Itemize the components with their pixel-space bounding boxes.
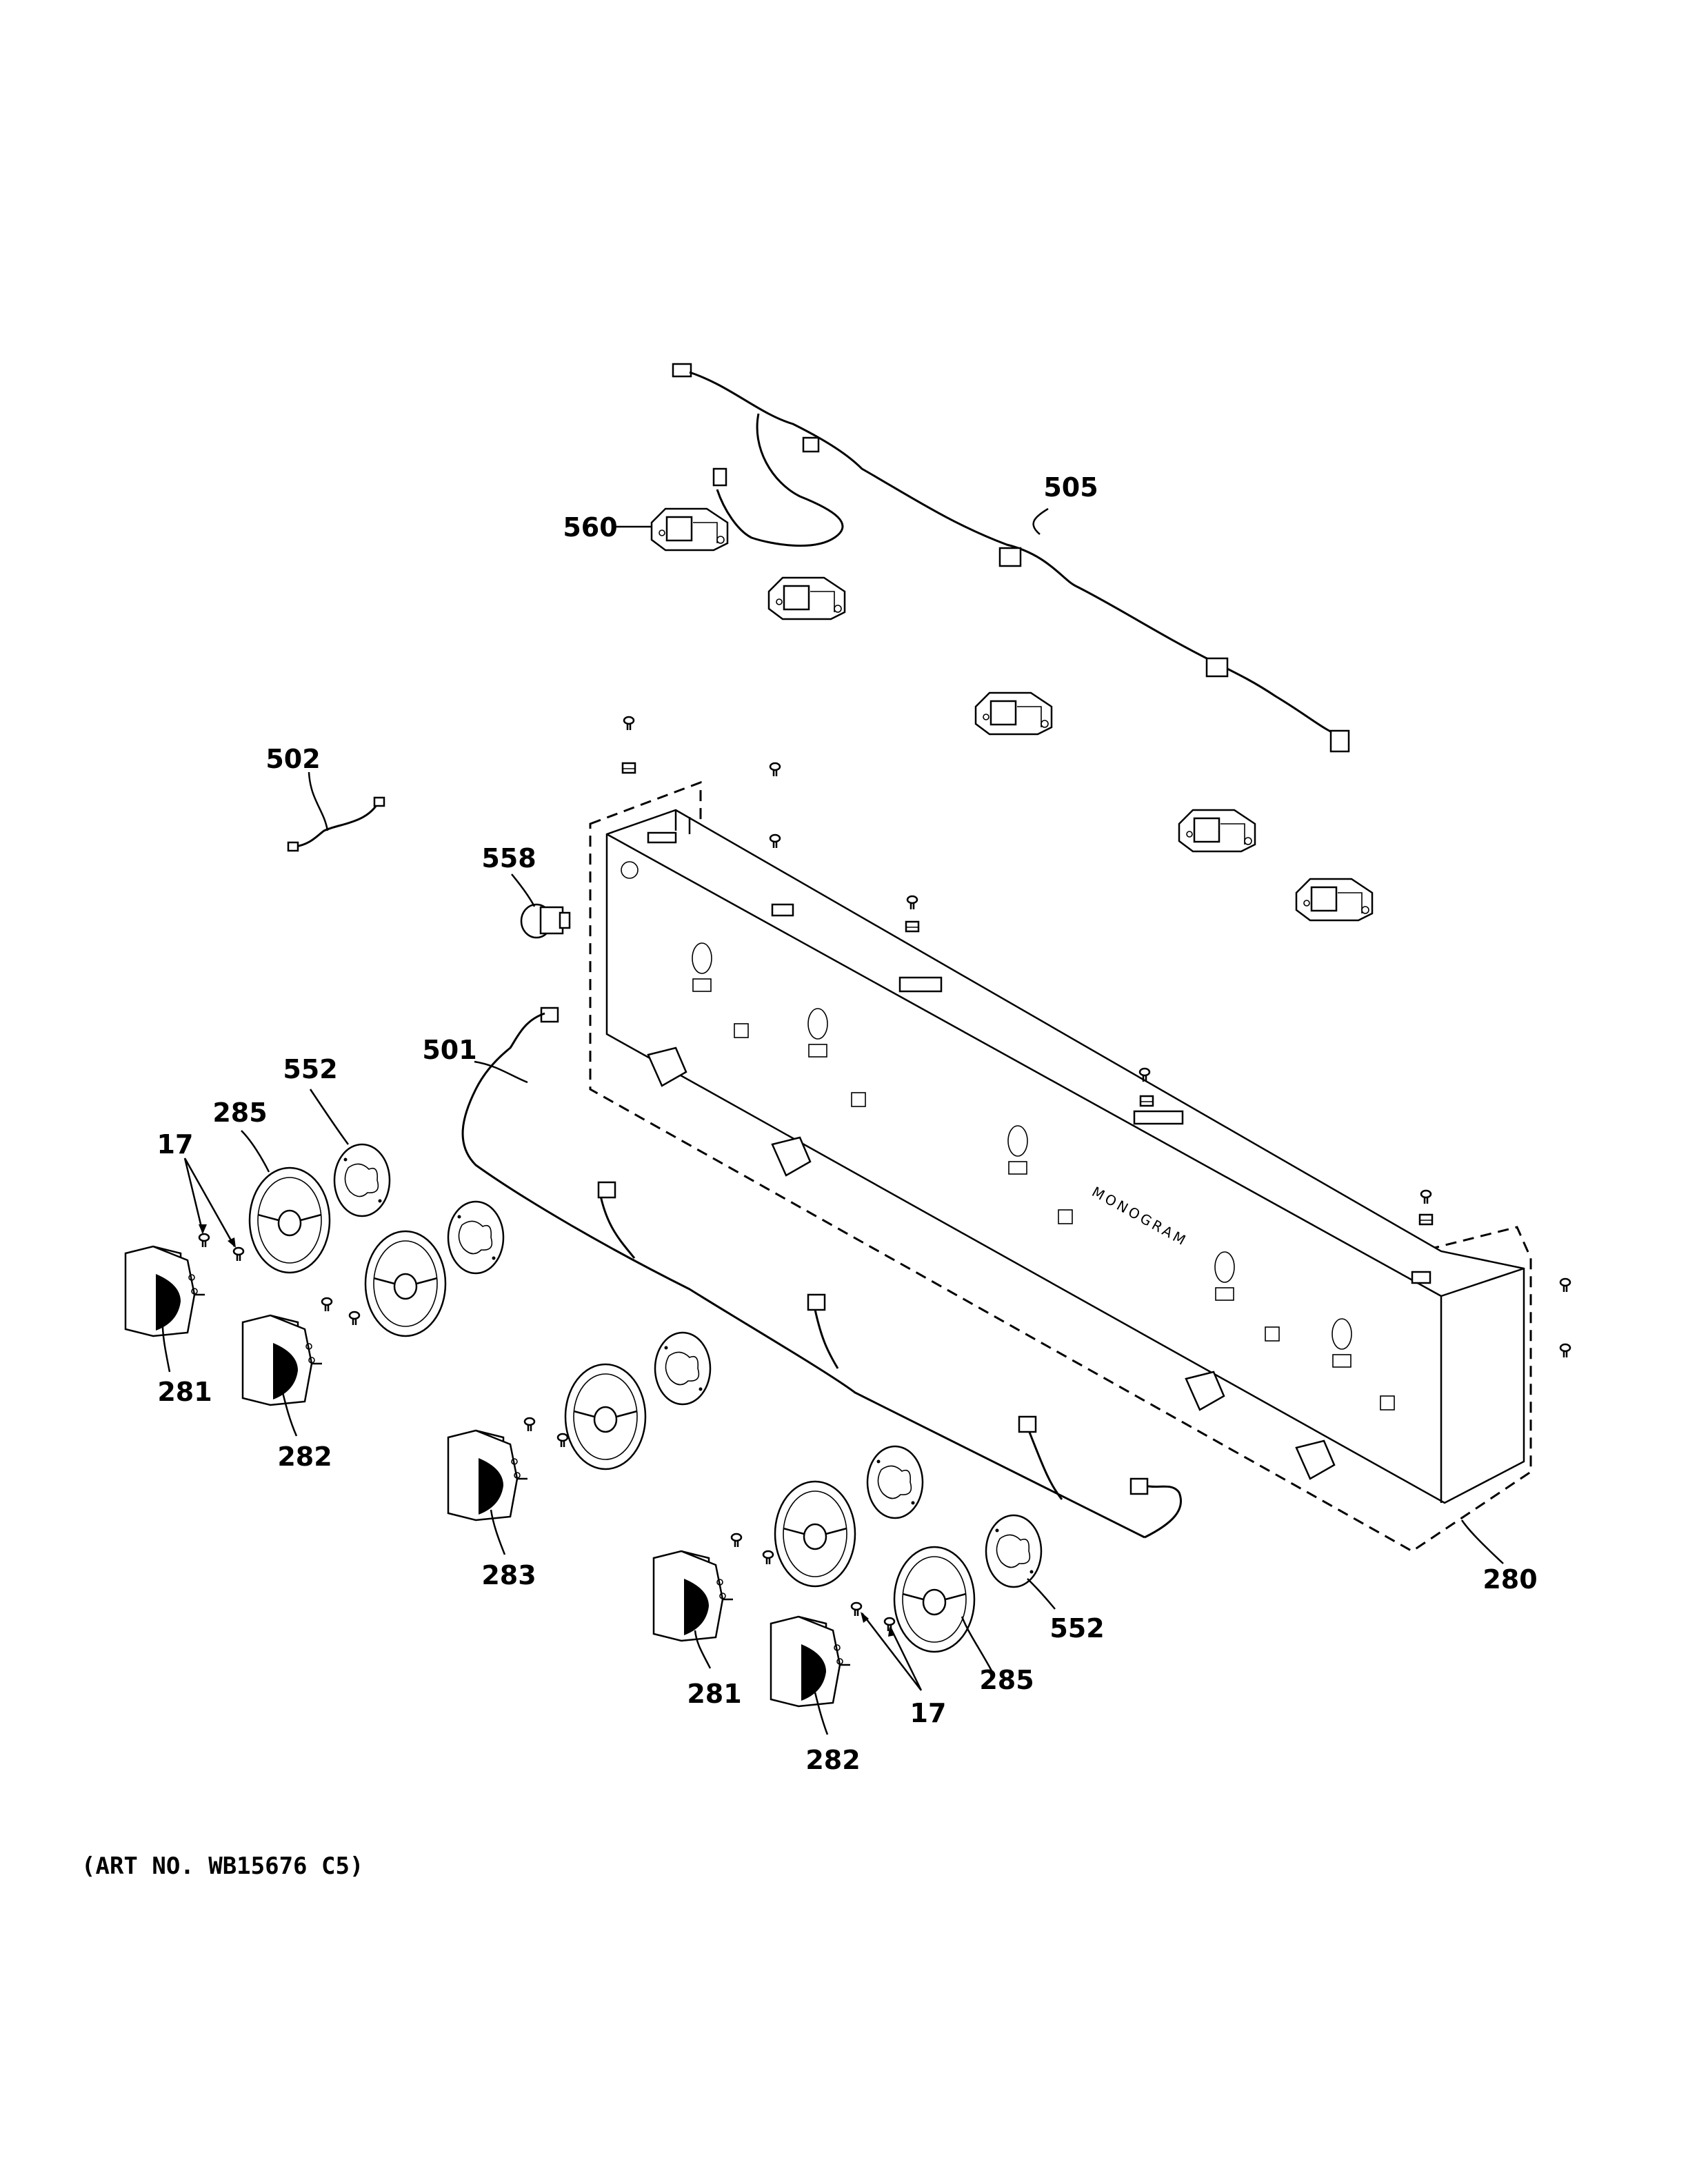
screw-icon [232,1246,245,1262]
igniter-bracket [1178,809,1256,853]
knob-rear [364,1230,447,1337]
callout-282: 282 [277,1442,332,1472]
callout-280: 280 [1483,1564,1537,1595]
callout-17: 17 [157,1129,194,1160]
screw-icon [1420,1189,1432,1205]
callout-285: 285 [979,1665,1034,1695]
callout-17: 17 [910,1698,947,1728]
valve-cutout [692,942,749,1038]
wire-harness-505 [672,363,1350,753]
valve-cutout [1332,1318,1395,1410]
callout-281: 281 [157,1377,212,1407]
screw-icon [348,1311,361,1326]
valve-cutout [807,1008,866,1107]
gasket [654,1331,712,1406]
screw-icon [623,716,635,731]
screw-icon [906,895,918,911]
knob-282 [770,1615,852,1708]
callout-283: 283 [481,1560,536,1590]
control-panel-280: MONOGRAM [589,780,1532,1553]
callout-285: 285 [212,1098,267,1128]
screw-icon [730,1533,743,1548]
screw-icon [556,1433,569,1448]
igniter-bracket [767,576,846,620]
callout-501: 501 [422,1035,476,1065]
callout-505: 505 [1043,472,1098,503]
gasket [866,1445,924,1519]
knob-283 [447,1429,529,1521]
callout-502: 502 [265,744,320,774]
screw-icon [769,833,781,849]
knob-282 [241,1314,323,1406]
knob-rear-285 [248,1166,331,1274]
igniter-bracket [1295,878,1374,922]
callout-560: 560 [563,512,617,543]
indicator-558 [520,903,571,939]
screw-icon [762,1550,774,1566]
clip-icon [905,920,920,933]
callout-282: 282 [805,1745,860,1775]
valve-cutout [1214,1251,1280,1342]
clip-icon [1418,1213,1434,1226]
valve-cutout [1007,1125,1073,1224]
screw-icon [1559,1343,1571,1359]
wire-harness-501 [461,1007,1182,1539]
screw-icon [850,1601,863,1617]
callout-552: 552 [283,1054,337,1084]
knob-281 [124,1245,206,1337]
igniter-bracket [650,507,729,552]
screw-icon [769,762,781,778]
knob-rear-285 [893,1546,976,1653]
gasket-552 [985,1514,1043,1588]
callout-552: 552 [1049,1613,1104,1644]
igniter-bracket [974,691,1053,736]
art-number: (ART NO. WB15676 C5) [81,1852,363,1880]
callout-558: 558 [481,843,536,873]
knob-rear [564,1363,647,1470]
clip-icon [621,762,636,774]
callout-281: 281 [687,1679,741,1709]
screw-icon [523,1417,536,1433]
knob-281 [652,1550,734,1642]
clip-icon [1139,1095,1154,1107]
screw-icon [198,1233,210,1248]
leader-lines [161,507,1504,1735]
knob-rear [774,1480,856,1588]
screw-icon [1559,1277,1571,1293]
gasket [447,1200,505,1275]
screw-icon [321,1297,333,1313]
gasket-552 [333,1143,391,1217]
jumper-wire-502 [287,796,385,852]
